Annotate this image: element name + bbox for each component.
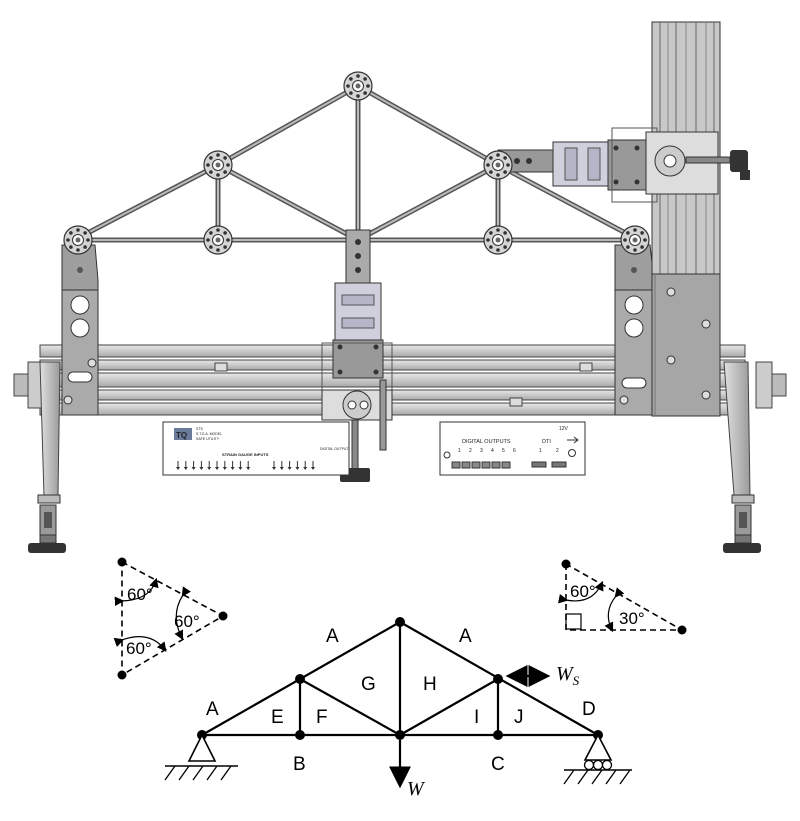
usb-port-icon (568, 449, 576, 457)
output-number: 5 (502, 448, 505, 454)
gauge-arrow-head (183, 467, 188, 470)
left-side-plate (61, 244, 99, 416)
left-triangle-angle-right: 60° (174, 612, 200, 631)
rig-joint-boss (203, 150, 233, 180)
digital-outputs-title: DIGITAL OUTPUTS (462, 439, 511, 445)
output-number: 1 (458, 448, 461, 454)
usb-socket (551, 461, 567, 468)
gauge-arrow-head (279, 467, 284, 470)
left-triangle-angle-top: 60° (127, 585, 153, 604)
output-number: 4 (491, 448, 494, 454)
gauge-arrow-head (199, 467, 204, 470)
panel-text-3: SAFE UTILITY (196, 437, 220, 441)
left-leg (28, 361, 66, 553)
region-label-h: H (423, 674, 437, 695)
region-label-d: D (582, 699, 596, 720)
power-label: 12V (559, 426, 569, 432)
gauge-arrow-head (230, 467, 235, 470)
gauge-arrow-head (303, 467, 308, 470)
region-label-a-top-right: A (459, 626, 472, 647)
gauge-arrow-head (191, 467, 196, 470)
gauge-arrow-head (295, 467, 300, 470)
region-label-f: F (316, 707, 328, 728)
roller-support (563, 733, 632, 785)
right-triangle-angle-top: 60° (570, 582, 596, 601)
right-diagonal-member (398, 677, 500, 737)
rig-joint-boss (203, 225, 233, 255)
gauge-arrow-head (287, 467, 292, 470)
strain-gauge-inputs-label: STRAIN GAUGE INPUTS (222, 452, 269, 457)
output-number: 2 (469, 448, 472, 454)
output-number: 6 (513, 448, 516, 454)
output-socket (451, 461, 461, 469)
gauge-arrow-head (311, 467, 315, 470)
rig-joint-boss (483, 150, 513, 180)
gauge-arrow-head (272, 467, 276, 470)
gauge-arrow-head (238, 467, 243, 470)
output-socket (461, 461, 471, 469)
output-numbers: 1 2 3 4 5 6 (458, 448, 516, 454)
region-label-b: B (293, 754, 306, 775)
panel-text-2: S.T.S.A. MODEL (196, 432, 222, 436)
region-label-e: E (271, 707, 284, 728)
output-sockets (451, 461, 567, 469)
truss-nodes (197, 617, 603, 740)
rig-joint-boss (343, 71, 373, 101)
digital-output-label: DIGITAL OUTPUT (320, 447, 349, 451)
rig-truss-members-highlight (77, 85, 636, 241)
gauge-arrow-head (246, 467, 251, 470)
panel-logo: TQ (176, 431, 187, 440)
rig-joint-boss (620, 225, 650, 255)
gauge-arrow-head (176, 467, 180, 470)
region-label-j: J (514, 707, 524, 728)
digital-output-panel: 12V DIGITAL OUTPUTS 1 2 3 4 5 6 DTI 1 2 (439, 421, 586, 476)
region-label-c: C (491, 754, 505, 775)
horizontal-load-label: WS (556, 663, 580, 688)
output-socket (481, 461, 491, 469)
panel-text-1: STS (196, 427, 203, 431)
left-diagonal-member (298, 677, 402, 737)
region-label-g: G (361, 674, 376, 695)
equilateral-angle-triangle: 60° 60° 60° (113, 557, 228, 680)
left-triangle-angle-bottom: 60° (126, 639, 152, 658)
rig-joint-boss (63, 225, 93, 255)
output-number: 3 (480, 448, 483, 454)
horizontal-load-cell (497, 127, 750, 203)
gauge-arrow-head (222, 467, 227, 470)
vertical-load-cell (321, 229, 393, 482)
output-socket (491, 461, 501, 469)
right-side-plate (614, 244, 655, 416)
output-socket (471, 461, 481, 469)
gauge-input-arrows (176, 461, 315, 470)
strain-gauge-panel: TQ STS S.T.S.A. MODEL SAFE UTILITY STRAI… (162, 421, 350, 476)
apparatus-illustration: TQ STS S.T.S.A. MODEL SAFE UTILITY STRAI… (13, 21, 787, 553)
dti-label: DTI (542, 439, 551, 445)
rig-joint-boss (483, 225, 513, 255)
region-label-i: I (474, 707, 479, 728)
rig-joints (63, 71, 650, 255)
usb-socket (531, 461, 547, 468)
right-triangle-angle-bottom: 30° (619, 609, 645, 628)
usb-icon (567, 436, 579, 444)
truss-line-diagram: W WS A A A G H E F I J D B C (164, 617, 632, 800)
loading-tower (651, 21, 721, 417)
output-socket (501, 461, 511, 469)
region-label-a-top-left: A (326, 626, 339, 647)
vertical-load-label: W (407, 778, 426, 800)
port-number-2: 2 (556, 448, 559, 454)
pin-support (164, 733, 238, 781)
region-label-a-left: A (206, 699, 219, 720)
port-number-1: 1 (539, 448, 542, 454)
right-leg (723, 361, 761, 553)
gauge-arrow-head (215, 467, 219, 470)
indicator-led-icon (443, 451, 451, 459)
gauge-arrow-head (207, 467, 212, 470)
right-angle-triangle: 60° 30° (558, 559, 687, 635)
